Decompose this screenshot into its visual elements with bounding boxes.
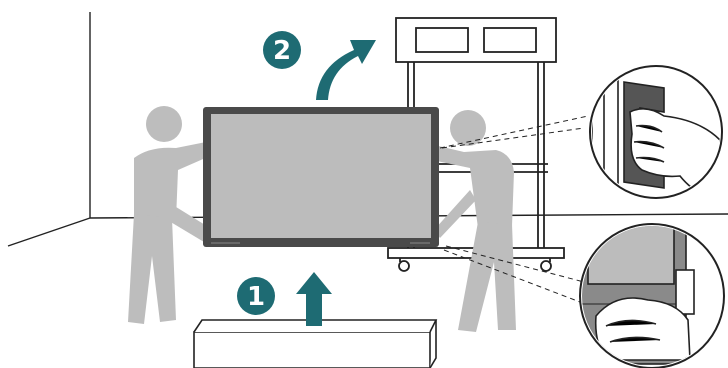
bottom-grip-icon [579, 223, 725, 368]
handle-grip-icon [589, 65, 723, 199]
interactive-display [203, 107, 439, 247]
step-1-number: 1 [247, 282, 265, 312]
shipping-box [193, 319, 438, 368]
arrow-up-icon [296, 272, 332, 326]
detail-leader-lines [439, 115, 589, 303]
step-1-marker: 1 [237, 277, 275, 315]
person-left [128, 106, 210, 324]
curved-arrow-icon [316, 40, 376, 100]
step-2-marker: 2 [263, 31, 301, 69]
person-right [430, 110, 516, 332]
step-2-number: 2 [273, 36, 291, 66]
